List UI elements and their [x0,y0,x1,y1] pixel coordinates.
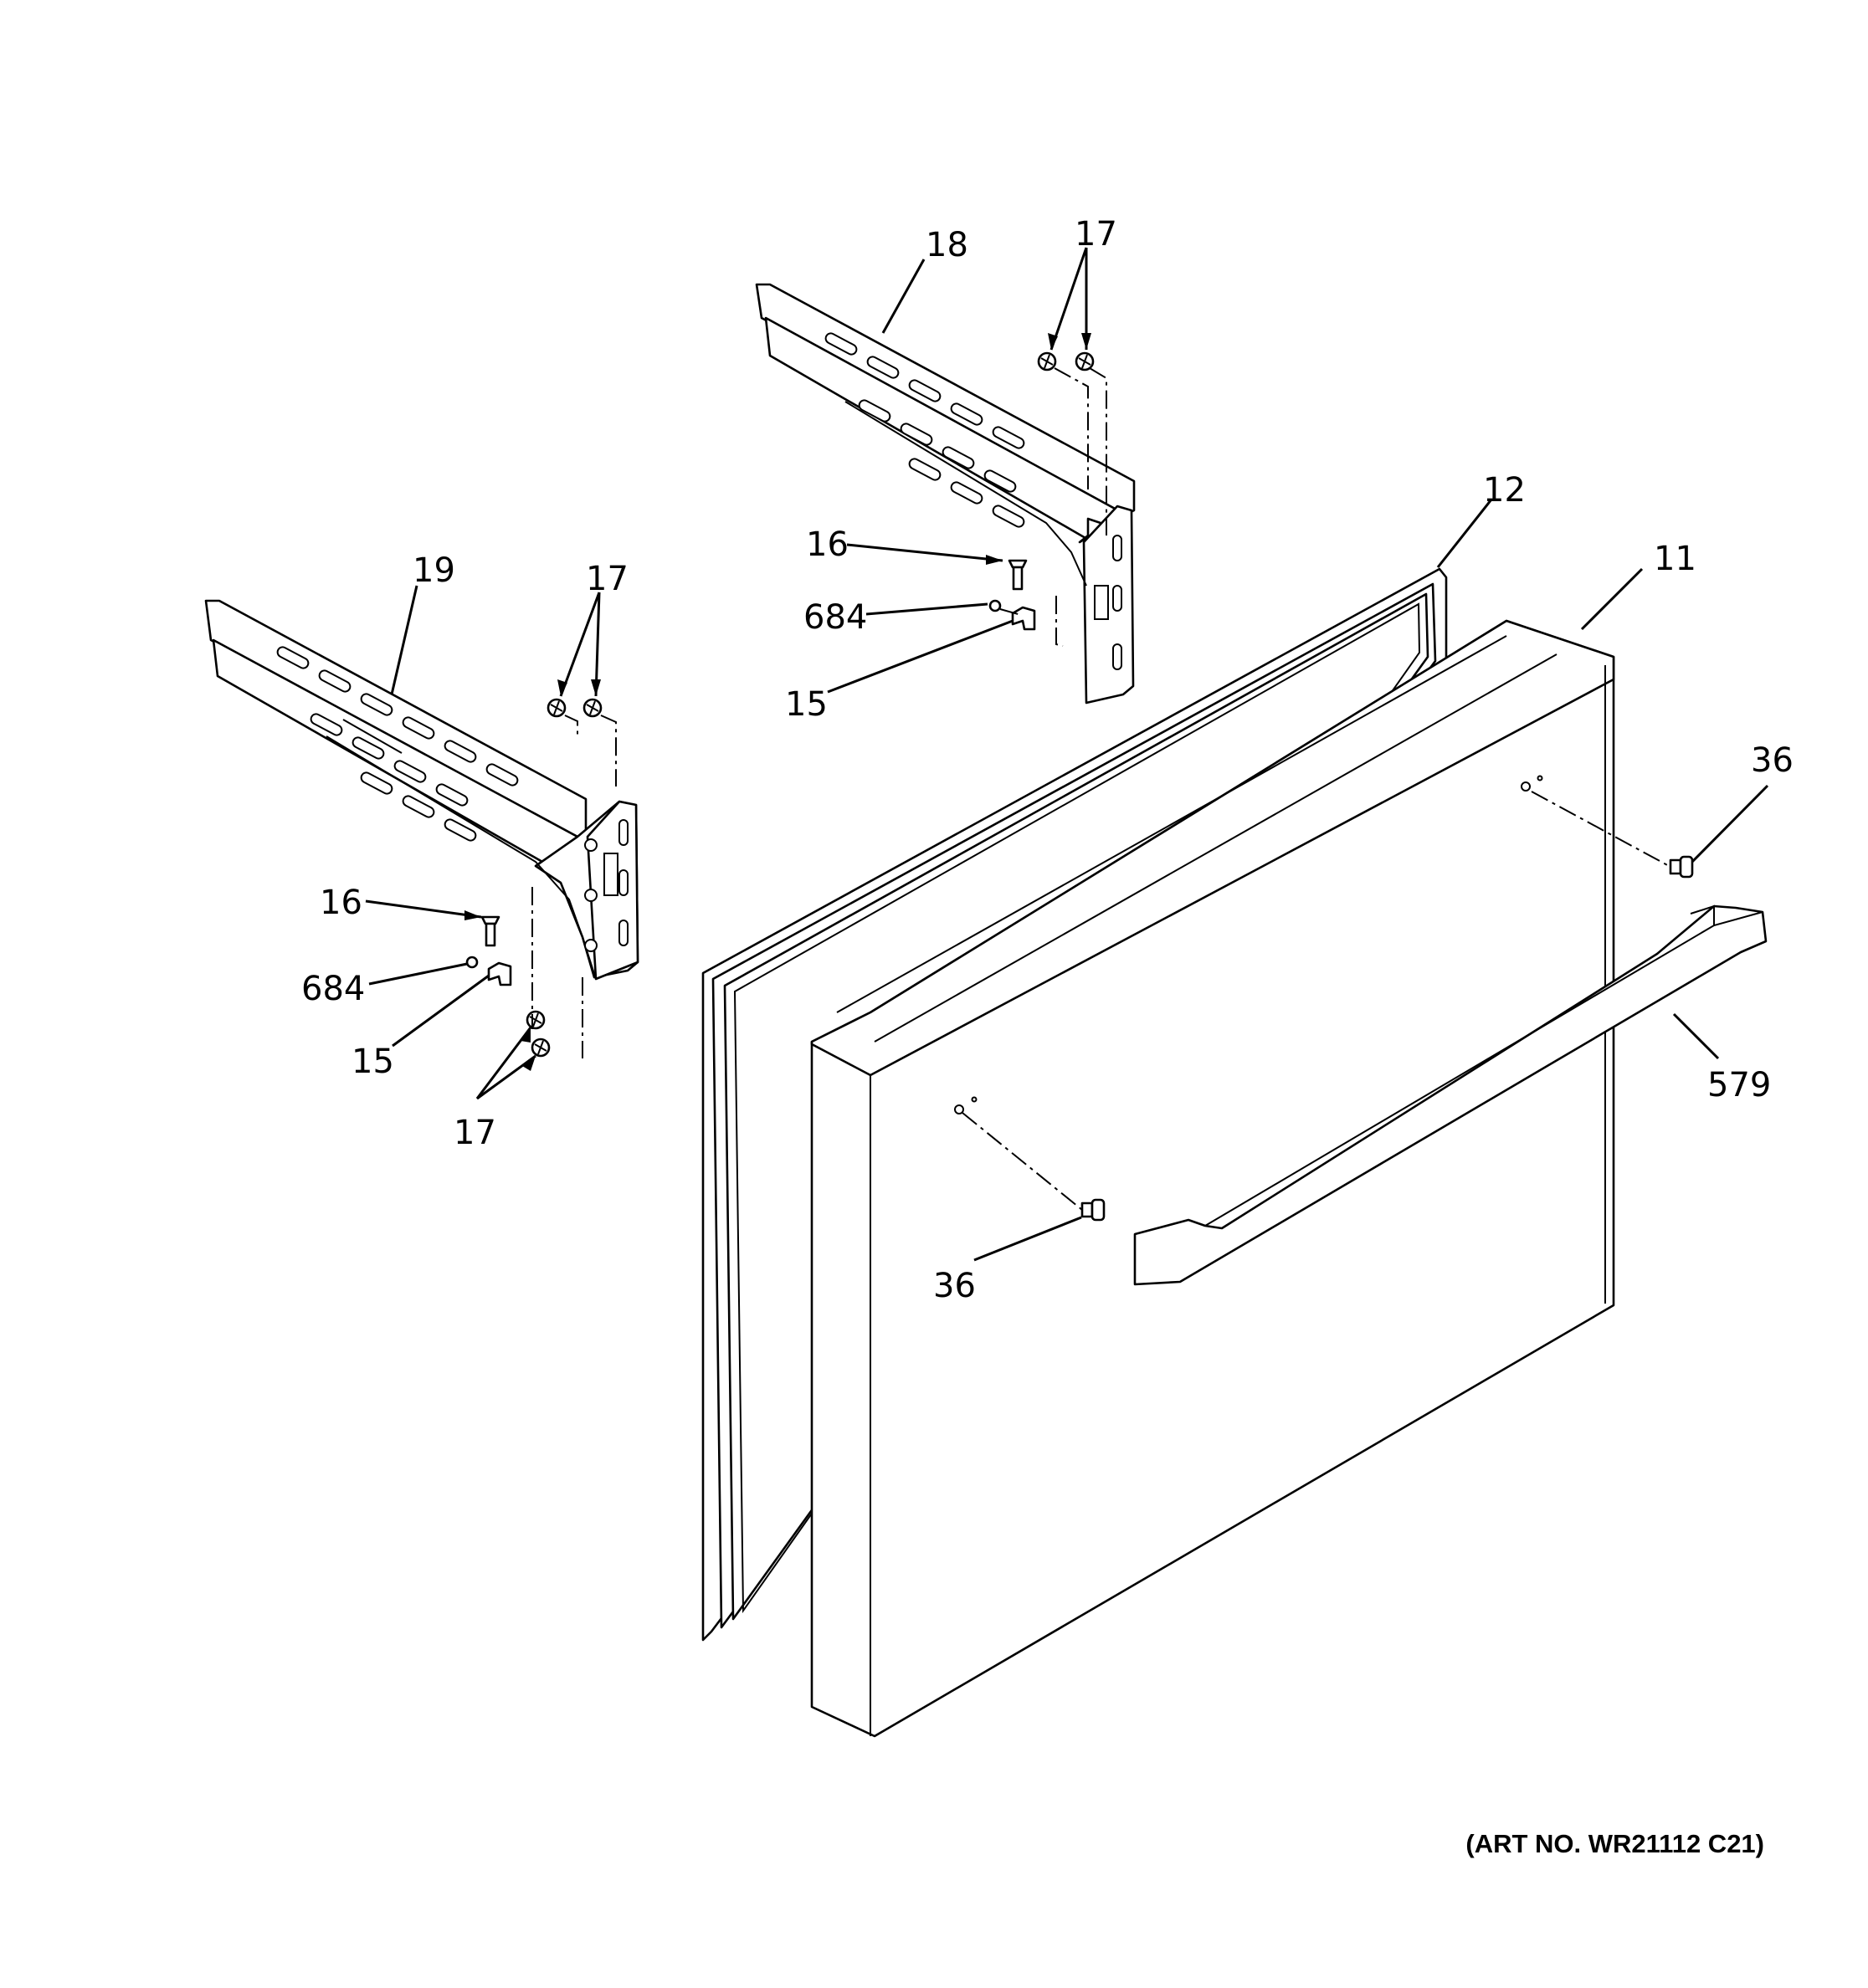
screw-bottom-left-a [526,1010,546,1030]
callout-12: 12 [1483,471,1526,510]
callout-18: 18 [926,226,968,264]
art-number: (ART NO. WR21112 C21) [1465,1829,1764,1858]
screw-top-left-b [582,698,603,718]
leader-lines [365,247,1769,1262]
callout-19: 19 [413,551,455,590]
door-panel [810,619,1615,1738]
callout-11: 11 [1654,540,1696,578]
callout-579: 579 [1707,1066,1771,1104]
handle-screw-36-top [1669,855,1694,879]
hardware [465,351,1694,1222]
right-drawer-bracket [755,283,1136,705]
callout-16-left: 16 [320,884,362,922]
washer-684-right [988,599,1002,612]
callout-36-bottom: 36 [933,1267,976,1305]
callout-684-right: 684 [803,598,867,637]
callout-labels: 18 17 12 11 19 17 16 684 15 16 684 15 17… [301,215,1794,1305]
door-handle [1133,904,1768,1286]
screw-top-right-b [1075,351,1095,371]
callout-36-top: 36 [1751,741,1794,780]
handle-screw-36-bottom [1080,1198,1106,1222]
screw-top-right-a [1037,351,1057,371]
callout-17-top-right: 17 [1075,215,1117,254]
callout-684-left: 684 [301,970,365,1008]
left-drawer-bracket [204,599,639,981]
screw-top-left-a [547,698,567,718]
callout-15-right: 15 [785,685,828,724]
callout-17-bottom-left: 17 [454,1114,496,1152]
arrowheads [464,333,1091,1071]
clip-15-right [1011,606,1036,631]
callout-16-right: 16 [806,525,849,564]
screw-16-left [480,915,500,947]
callout-15-left: 15 [352,1043,394,1081]
screw-bottom-left-b [531,1038,551,1058]
washer-684-left [465,956,479,969]
alignment-guides [531,367,1671,1211]
clip-15-left [487,961,512,986]
screw-16-right [1008,559,1028,591]
callout-17-top-left: 17 [586,560,629,598]
